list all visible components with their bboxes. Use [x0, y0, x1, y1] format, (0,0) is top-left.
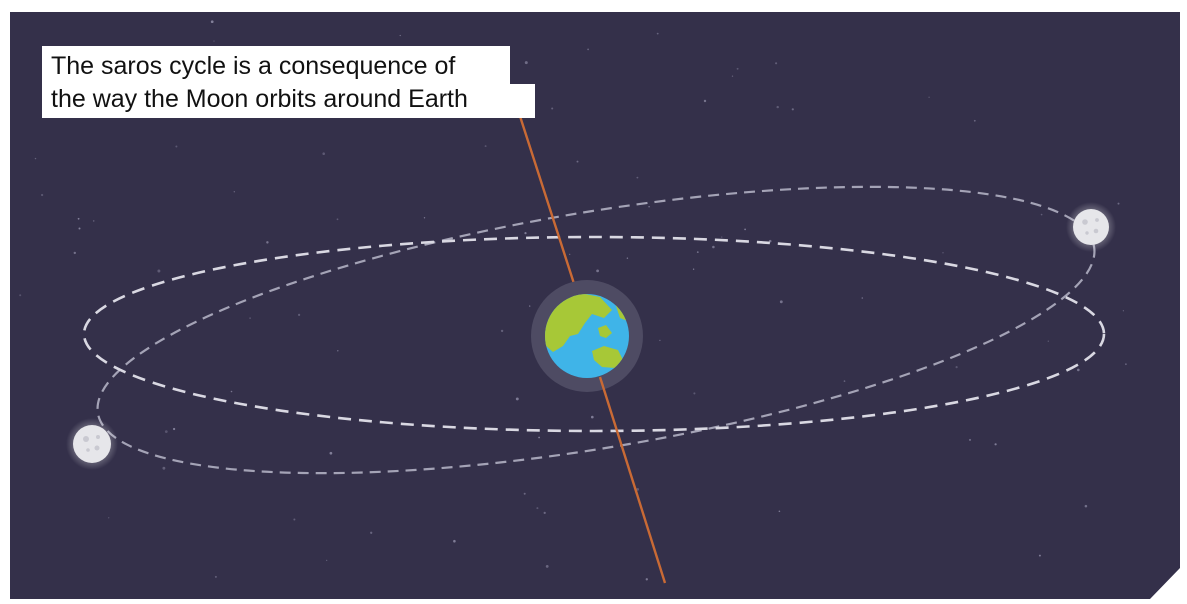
star	[73, 251, 77, 255]
star	[266, 241, 269, 244]
star	[329, 451, 333, 455]
star	[656, 32, 659, 35]
star	[92, 220, 95, 222]
star	[994, 443, 997, 446]
star	[1038, 554, 1041, 557]
star	[1125, 363, 1127, 366]
star	[1122, 310, 1125, 312]
star	[1047, 340, 1049, 342]
star	[164, 430, 168, 433]
star	[326, 559, 328, 562]
star	[955, 366, 958, 369]
star	[551, 107, 554, 110]
star	[1040, 213, 1043, 216]
star	[213, 40, 215, 42]
star	[1084, 504, 1088, 508]
earth-icon	[545, 294, 629, 378]
star	[731, 75, 734, 77]
star	[590, 415, 594, 419]
star	[77, 217, 80, 220]
star	[214, 575, 217, 578]
star	[659, 339, 661, 342]
star	[399, 34, 401, 37]
star	[543, 511, 546, 515]
star	[370, 531, 373, 534]
star	[40, 193, 44, 197]
star	[721, 236, 723, 238]
star	[569, 253, 571, 255]
caption-line-2: the way the Moon orbits around Earth	[51, 85, 468, 113]
star	[576, 160, 579, 163]
star	[645, 578, 648, 581]
diagram-caption: The saros cycle is a consequence of the …	[42, 46, 535, 118]
star	[775, 62, 778, 65]
moon-icon	[66, 418, 118, 470]
star	[524, 232, 527, 235]
star	[928, 96, 930, 98]
star	[337, 350, 339, 352]
star	[484, 145, 487, 148]
star	[712, 245, 715, 249]
star	[736, 67, 739, 70]
star	[157, 269, 161, 273]
star	[636, 176, 639, 179]
star	[791, 108, 794, 111]
star	[78, 227, 81, 230]
star	[1076, 368, 1080, 372]
star	[536, 507, 539, 510]
star	[108, 517, 110, 519]
star	[162, 466, 166, 470]
star	[210, 20, 214, 24]
star	[538, 436, 540, 439]
star	[529, 305, 531, 307]
star	[692, 268, 695, 270]
star	[776, 105, 779, 109]
star	[249, 317, 251, 319]
star	[297, 313, 301, 317]
star	[942, 252, 944, 254]
star	[1117, 202, 1120, 205]
star	[861, 297, 864, 299]
star	[626, 257, 629, 259]
star	[293, 518, 296, 521]
star	[696, 251, 699, 253]
star	[322, 152, 325, 155]
star	[524, 61, 528, 65]
star	[703, 99, 707, 103]
ecliptic-orbit-path	[82, 235, 1106, 433]
star	[336, 218, 339, 221]
star	[500, 329, 504, 333]
star	[973, 119, 976, 122]
earth-axis-line-lower	[598, 376, 667, 584]
star	[19, 294, 22, 297]
star	[744, 228, 746, 231]
star	[175, 145, 178, 148]
star	[843, 380, 846, 382]
star	[636, 488, 640, 491]
star	[596, 269, 599, 273]
moon-icon-right	[1066, 202, 1116, 252]
caption-line-1: The saros cycle is a consequence of	[51, 52, 456, 80]
star	[778, 510, 781, 513]
earth-axis-line	[516, 109, 580, 297]
caption-background	[42, 46, 535, 118]
star	[648, 205, 650, 208]
star	[968, 438, 972, 441]
star	[230, 390, 233, 393]
star	[423, 217, 426, 219]
star	[515, 397, 519, 401]
star	[545, 565, 549, 568]
star	[523, 492, 526, 495]
star	[34, 157, 37, 160]
star	[587, 48, 589, 51]
star	[779, 300, 783, 304]
star	[233, 191, 235, 193]
star	[453, 539, 456, 543]
star	[172, 427, 176, 431]
star-field	[19, 20, 1127, 581]
star	[693, 392, 696, 395]
